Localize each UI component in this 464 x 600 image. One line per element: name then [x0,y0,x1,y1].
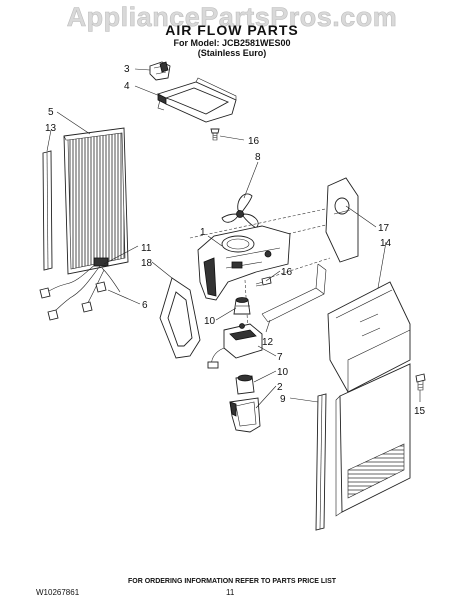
part-3-clip [149,61,171,81]
callout-2: 2 [277,382,283,393]
page-number: 11 [226,588,235,597]
page-title: AIR FLOW PARTS [165,22,299,38]
callout-16-mid: 16 [281,267,293,278]
callout-12: 12 [262,337,274,348]
callout-17: 17 [378,223,390,234]
part-4-duct-frame [157,77,237,123]
part-7-fan-motor [207,323,263,369]
part-12-bracket [261,263,327,323]
callout-14: 14 [380,238,392,249]
callout-6: 6 [142,300,148,311]
callout-4: 4 [124,81,130,92]
part-16-screw-top [210,128,220,141]
part-1-fan-housing [197,225,291,301]
callout-labels: 3 4 5 13 16 8 1 11 18 16 6 10 12 7 10 2 … [45,64,426,417]
ordering-note: FOR ORDERING INFORMATION REFER TO PARTS … [127,578,337,585]
callout-16-top: 16 [248,136,260,147]
callout-18: 18 [141,258,153,269]
part-2-motor-bracket [229,397,261,433]
rear-air-panel [335,363,411,517]
document-number: W10267861 [36,588,80,597]
part-11-wire-harness [39,257,121,321]
callout-10-lower: 10 [277,367,289,378]
part-9-foam-strip [315,393,327,531]
part-16-screw-mid [255,276,272,287]
part-14-duct-cover [327,281,411,393]
part-15-screw [415,373,426,391]
callout-3: 3 [124,64,130,75]
part-8-fan-blade [221,193,259,229]
callout-10-upper: 10 [204,316,216,327]
variant-line: (Stainless Euro) [197,48,267,58]
callout-5: 5 [48,107,54,118]
callout-7: 7 [277,352,283,363]
part-17-duct-plate [325,177,359,263]
model-line: For Model: JCB2581WES00 [173,38,291,48]
callout-15: 15 [414,406,426,417]
callout-8: 8 [255,152,261,163]
part-18-gasket-frame [159,277,201,359]
part-10-mount-lower [235,374,255,395]
callout-1: 1 [200,227,206,238]
part-10-mount-upper [233,297,251,315]
watermark: AppliancePartsPros.com [66,2,398,33]
callout-11: 11 [141,243,152,254]
callout-leaders [46,68,421,409]
callout-9: 9 [280,394,286,405]
callout-13: 13 [45,123,57,134]
part-13-gasket-strip [42,150,53,271]
part-5-grille-panel [63,127,129,275]
